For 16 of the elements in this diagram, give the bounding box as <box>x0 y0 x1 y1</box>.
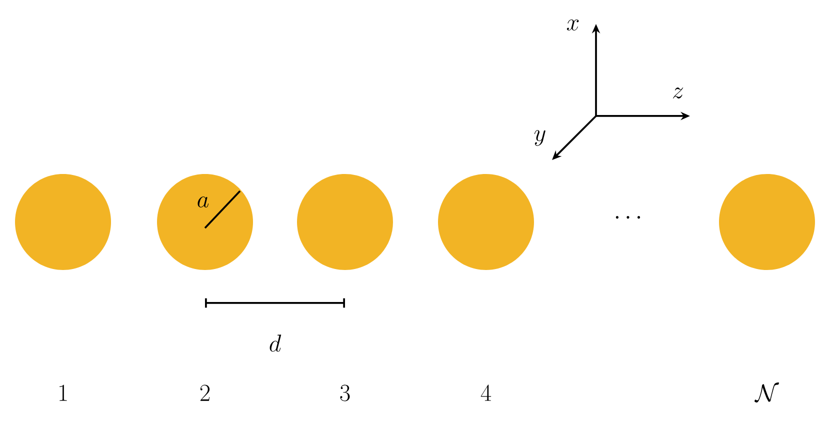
sphere <box>719 174 815 270</box>
sphere-number: $2$ <box>200 384 210 401</box>
distance-label: $d$ <box>270 334 282 352</box>
sphere-number: $\mathcal{N}$ <box>754 382 779 402</box>
radius-label: $a$ <box>198 196 209 208</box>
sphere <box>157 174 253 270</box>
sphere-number: $4$ <box>480 384 492 401</box>
axis-label: $y$ <box>534 130 546 146</box>
sphere-number: $1$ <box>60 384 67 401</box>
sphere-number: $3$ <box>340 384 350 402</box>
axis-label: $x$ <box>566 20 579 30</box>
sphere <box>438 174 534 270</box>
ellipsis: $\cdots$ <box>616 216 640 219</box>
sphere <box>15 174 112 270</box>
axis-label: $z$ <box>672 88 684 98</box>
sphere <box>297 174 393 270</box>
